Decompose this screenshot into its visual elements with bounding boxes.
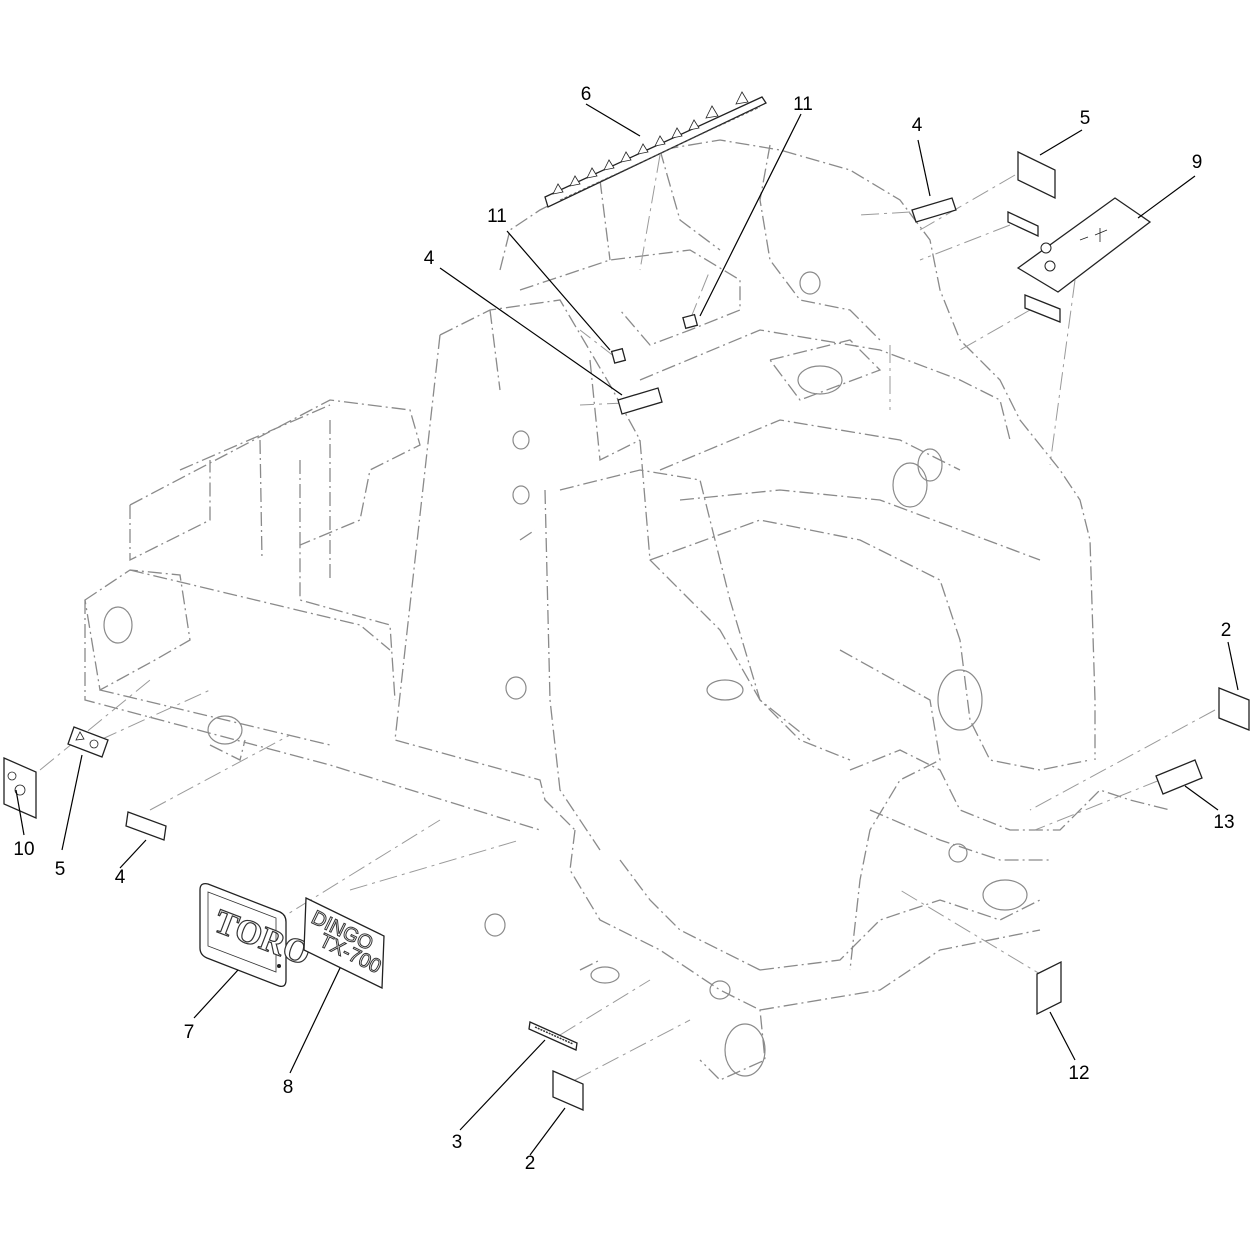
callout-4-mid: 4 xyxy=(424,248,435,269)
decal-5-small-right xyxy=(1007,210,1039,238)
callout-13: 13 xyxy=(1213,812,1234,833)
callout-5-upper: 5 xyxy=(1080,108,1091,129)
callout-2-right: 2 xyxy=(1221,620,1232,641)
callout-4-left: 4 xyxy=(115,867,126,888)
decal-5-lower-right xyxy=(1024,294,1061,323)
callout-11-upper: 11 xyxy=(793,94,813,115)
decal-12 xyxy=(1036,960,1062,1016)
callouts: 6 11 11 4 5 9 4 2 13 10 5 4 7 8 12 3 2 xyxy=(13,84,1234,1174)
callout-7: 7 xyxy=(184,1022,195,1043)
callout-11-lower: 11 xyxy=(487,206,507,227)
decal-3-serial-plate xyxy=(528,1021,578,1051)
decal-11-lower xyxy=(610,347,627,364)
decal-6-warning-strip xyxy=(544,91,767,208)
decal-11-upper xyxy=(682,313,699,330)
decal-5-left xyxy=(67,726,109,758)
callout-3: 3 xyxy=(452,1132,463,1153)
decal-7-toro-logo: TORO xyxy=(199,882,316,988)
decal-2-bottom xyxy=(552,1070,584,1111)
callout-8: 8 xyxy=(283,1077,294,1098)
decal-4-upper-right xyxy=(911,197,957,223)
pivot-hole xyxy=(103,606,133,644)
leader-lines xyxy=(15,103,1239,1156)
assembly-lines xyxy=(39,154,1216,1081)
callout-2-bottom: 2 xyxy=(525,1153,536,1174)
decal-4-left xyxy=(125,811,167,841)
decal-9-control-plate xyxy=(1016,197,1152,293)
front-pivot-hole xyxy=(724,1023,766,1077)
decal-8-dingo-plate: DINGO TX-700 xyxy=(303,896,385,990)
decal-2-right xyxy=(1218,687,1250,731)
decal-13 xyxy=(1155,759,1203,795)
decal-5-upper-right xyxy=(1017,150,1056,200)
decal-10 xyxy=(3,757,37,819)
callout-4-upper: 4 xyxy=(912,115,923,136)
callout-10: 10 xyxy=(13,839,34,860)
callout-9: 9 xyxy=(1192,152,1203,173)
callout-5-left: 5 xyxy=(55,859,66,880)
decal-4-mid xyxy=(617,387,663,415)
machine-frame xyxy=(84,139,1171,1081)
callout-6: 6 xyxy=(581,84,592,105)
callout-12: 12 xyxy=(1068,1063,1089,1084)
